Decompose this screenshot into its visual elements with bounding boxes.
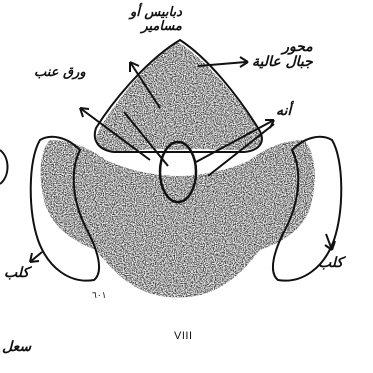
left-edge-mark <box>0 150 8 184</box>
annotation-bottom-right: كلب <box>318 256 343 271</box>
plate-number: VIII <box>174 330 193 342</box>
annotation-center-right: أنه <box>276 104 291 119</box>
annotation-top-center: دبابيس أو مسامير <box>130 6 182 33</box>
annotation-top-center-line1: دبابيس أو <box>130 6 182 20</box>
annotation-bottom-corner: سعل <box>2 340 31 355</box>
annotation-top-right: محور جبال عالية <box>252 40 313 69</box>
annotation-top-right-line2: جبال عالية <box>252 55 313 70</box>
annotation-top-center-line2: مسامير <box>130 20 182 34</box>
annotation-top-right-line1: محور <box>252 40 313 55</box>
annotation-left: ورق عنب <box>34 66 86 80</box>
scribble-marks: ٦٠١ <box>92 291 107 301</box>
annotation-bottom-left: كلب <box>4 266 29 281</box>
